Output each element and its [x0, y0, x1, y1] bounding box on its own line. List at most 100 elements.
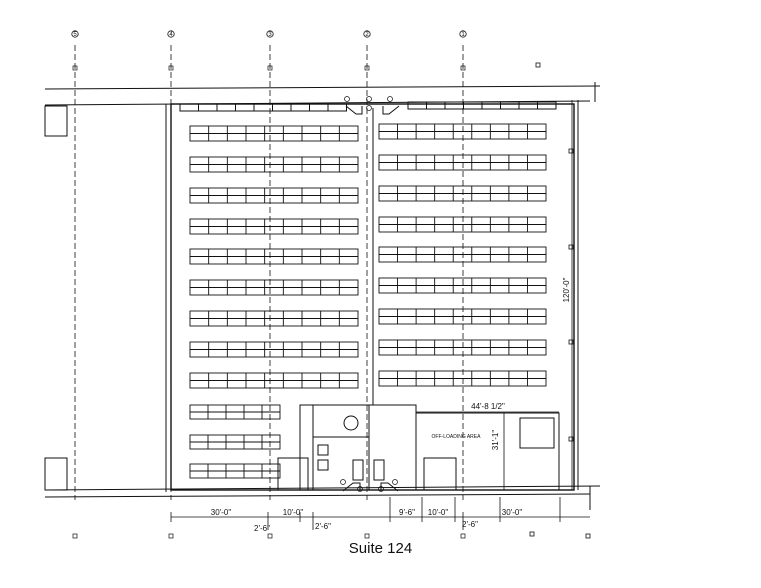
side-marker [585, 533, 591, 539]
column-marker [267, 65, 273, 71]
grid-bubbles: 5 4 3 2 1 [71, 30, 467, 539]
rack-row [378, 246, 547, 263]
fixture-box [317, 444, 329, 456]
building-structure [44, 82, 601, 510]
dim-offload-depth: 31'-1" [491, 430, 500, 451]
rack-row [378, 185, 547, 202]
rack-row [378, 370, 547, 387]
column-marker [267, 533, 273, 539]
dock-door [423, 457, 457, 491]
dim-bottom-left-bay: 30'-0" [211, 508, 232, 517]
rack-row [189, 187, 359, 204]
column-marker [72, 533, 78, 539]
window-pane [426, 101, 446, 110]
window-pane [216, 103, 236, 112]
column-marker [168, 65, 174, 71]
dimension-lines [170, 100, 590, 530]
rack-row [189, 341, 359, 358]
grid-bubble [167, 30, 175, 38]
rack-row [189, 434, 281, 450]
side-marker [568, 436, 574, 442]
bottom-entry-right [380, 482, 399, 492]
grid-bubble-label: 4 [169, 32, 173, 38]
dim-center-right-a: 9'-6" [399, 508, 415, 517]
rack-row [189, 156, 359, 173]
rack-row [378, 277, 547, 294]
dim-offload-width: 44'-8 1/2" [471, 402, 505, 411]
window-pane [463, 101, 483, 110]
grid-bubble [459, 30, 467, 38]
entry-marker [378, 486, 384, 492]
suite-caption: Suite 124 [348, 540, 413, 557]
window-pane [235, 103, 255, 112]
window-pane [198, 103, 218, 112]
grid-bubble-label: 3 [268, 32, 272, 38]
dock-door [277, 457, 309, 491]
column-markers [529, 62, 591, 539]
bottom-entry-left [342, 482, 361, 492]
entry-marker [344, 96, 350, 102]
window-pane [481, 101, 501, 110]
window-pane [444, 101, 464, 110]
dim-small-left: 2'-6" [315, 522, 331, 531]
window-pane [537, 101, 557, 110]
rack-row [189, 125, 359, 142]
restroom-fixture [343, 415, 359, 431]
fixture-box [352, 459, 364, 481]
window-pane [309, 103, 329, 112]
rack-row [189, 372, 359, 389]
office-core [299, 404, 417, 491]
offloading-area-outline [415, 412, 560, 491]
offload-area-label: OFF-LOADING AREA [432, 434, 482, 440]
entry-marker [387, 96, 393, 102]
dim-small-right: 2'-6" [462, 520, 478, 529]
side-marker [568, 339, 574, 345]
side-marker [535, 62, 541, 68]
grid-bubble [266, 30, 274, 38]
window-pane [327, 103, 347, 112]
window-pane [518, 101, 538, 110]
dock-door-right [519, 417, 555, 449]
entry-marker [357, 486, 363, 492]
adjacent-suite-room [44, 105, 68, 137]
grid-bubble [363, 30, 371, 38]
column-marker [460, 533, 466, 539]
column-marker [72, 65, 78, 71]
grid-bubble-label: 5 [73, 32, 77, 38]
column-marker [460, 65, 466, 71]
window-pane [407, 101, 427, 110]
grid-bubble-label: 2 [365, 32, 369, 38]
column-marker [364, 65, 370, 71]
column-marker [364, 533, 370, 539]
rack-row [189, 279, 359, 296]
fixture-box [373, 459, 385, 481]
grid-bubble [71, 30, 79, 38]
bottom-interior-line [44, 493, 591, 498]
rack-row [378, 154, 547, 171]
fixture-box [317, 459, 329, 471]
entry-marker [392, 479, 398, 485]
side-marker [529, 531, 535, 537]
entry-marker [340, 479, 346, 485]
rack-row [189, 248, 359, 265]
rack-row [378, 339, 547, 356]
window-pane [290, 103, 310, 112]
entry-marker [366, 96, 372, 102]
grid-bubble-label: 1 [461, 32, 465, 38]
window-pane [179, 103, 199, 112]
side-marker [568, 148, 574, 154]
clerestory-windows [179, 101, 557, 112]
window-pane [500, 101, 520, 110]
rack-row [378, 123, 547, 140]
dim-center-left-b: 2'-6" [254, 524, 270, 533]
rack-row [189, 463, 281, 479]
rack-row [189, 218, 359, 235]
adjacent-suite-dock [44, 457, 68, 491]
dim-bottom-right-bay: 30'-0" [502, 508, 523, 517]
rack-row [189, 310, 359, 327]
rack-row [378, 308, 547, 325]
dim-center-right-b: 10'-0" [428, 508, 449, 517]
dim-overall-depth: 120'-0" [562, 277, 571, 302]
dim-center-left-a: 10'-0" [283, 508, 304, 517]
